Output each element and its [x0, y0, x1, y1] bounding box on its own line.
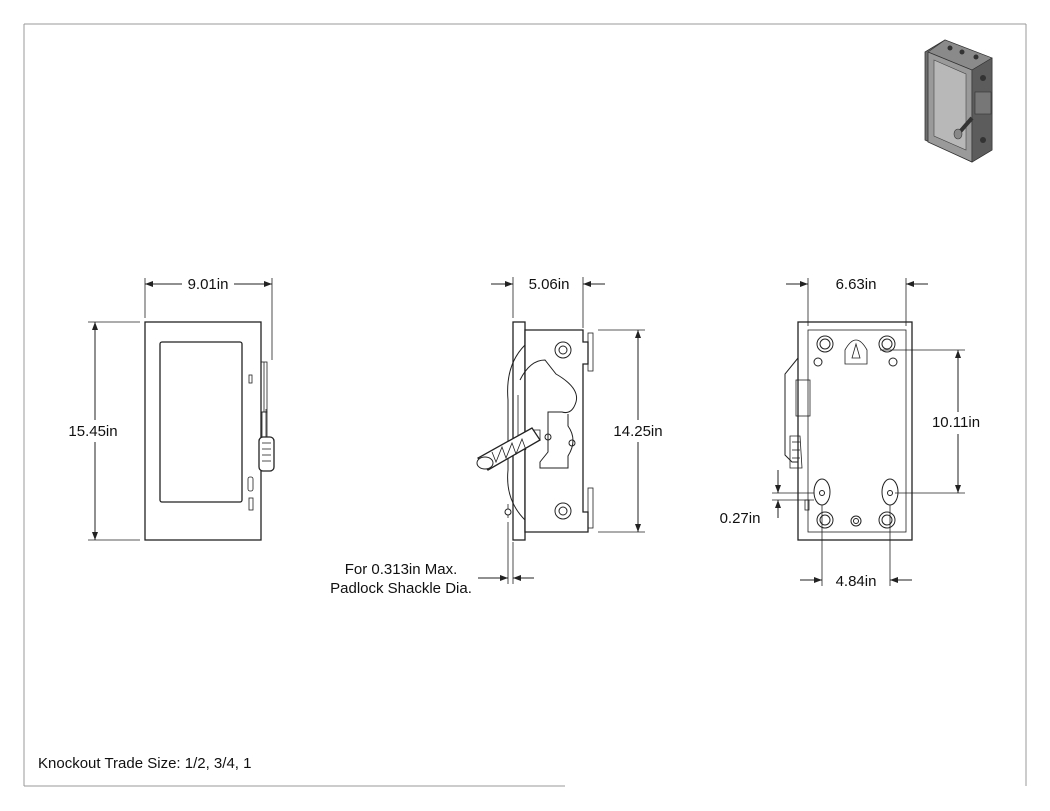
back-mount-height-label: 10.11in: [932, 414, 980, 431]
handle-mechanism: [519, 359, 578, 469]
front-cover-panel: [159, 341, 243, 503]
side-handle: [784, 357, 799, 463]
isometric-thumbnail: [924, 39, 993, 163]
back-mount-width-label: 4.84in: [836, 573, 877, 590]
padlock-note-line1: For 0.313in Max.: [345, 561, 458, 578]
back-dimensions: [772, 278, 965, 586]
back-offset-label: 0.27in: [720, 510, 761, 527]
back-width-label: 6.63in: [836, 276, 877, 293]
enclosure-side: [524, 329, 589, 533]
side-view: [476, 321, 594, 541]
front-dimensions: [88, 278, 273, 541]
side-height-label: 14.25in: [613, 423, 662, 440]
back-view: [784, 321, 913, 541]
knockout-note: Knockout Trade Size: 1/2, 3/4, 1: [38, 755, 251, 772]
keyhole-top: [844, 339, 868, 365]
front-height-label: 15.45in: [68, 423, 117, 440]
handle-grip: [258, 436, 275, 472]
enclosure-back: [797, 321, 913, 541]
front-width-label: 9.01in: [188, 276, 229, 293]
padlock-note-line2: Padlock Shackle Dia.: [330, 580, 472, 597]
front-view: [144, 321, 275, 541]
side-dimensions: [478, 277, 645, 584]
side-depth-label: 5.06in: [529, 276, 570, 293]
